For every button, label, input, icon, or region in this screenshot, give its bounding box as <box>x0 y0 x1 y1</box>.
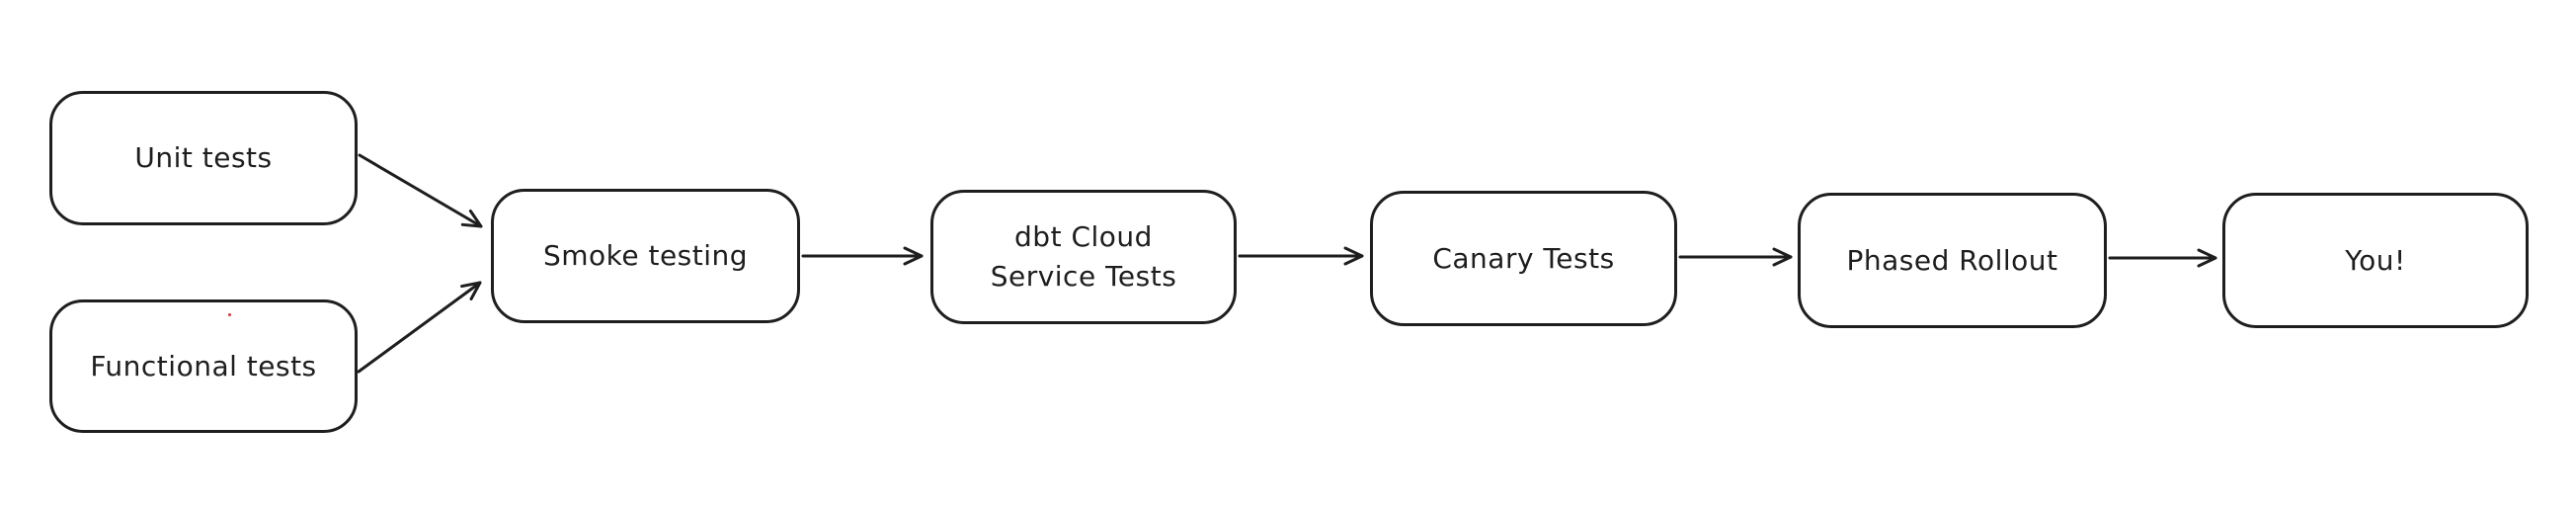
node-canary-tests: Canary Tests <box>1370 191 1677 326</box>
node-you: You! <box>2222 193 2529 328</box>
node-smoke-testing: Smoke testing <box>491 189 800 323</box>
node-dbt-cloud-service-tests: dbt Cloud Service Tests <box>930 190 1237 324</box>
node-functional-tests: Functional tests <box>49 299 358 433</box>
node-canary-tests-label: Canary Tests <box>1432 241 1615 275</box>
stray-red-dot <box>228 313 231 316</box>
node-unit-tests-label: Unit tests <box>134 141 273 174</box>
node-dbt-cloud-service-tests-label: dbt Cloud Service Tests <box>990 220 1177 293</box>
node-unit-tests: Unit tests <box>49 91 358 225</box>
node-phased-rollout: Phased Rollout <box>1798 193 2107 328</box>
edge-functional-tests-to-smoke-testing <box>357 281 482 374</box>
node-smoke-testing-label: Smoke testing <box>542 239 749 272</box>
node-phased-rollout-label: Phased Rollout <box>1846 243 2058 277</box>
node-functional-tests-label: Functional tests <box>90 349 317 382</box>
node-you-label: You! <box>2345 243 2406 277</box>
edge-unit-tests-to-smoke-testing <box>358 153 483 228</box>
